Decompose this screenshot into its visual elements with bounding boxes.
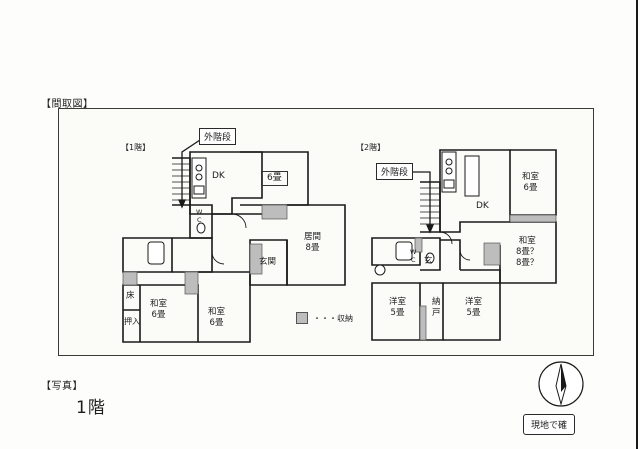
page-edge-line [636, 0, 638, 449]
f1-stairs-outline [172, 157, 191, 206]
f1-outside-stairs-callout: 外階段 [199, 128, 237, 145]
f2-burner-icon [445, 158, 453, 166]
f1-washitsu-mid-walls [198, 271, 251, 343]
f2-nando-label: 納戸 [432, 297, 441, 318]
floor2-label: 【2階】 [356, 143, 386, 152]
f2-outside-stairs-callout: 外階段 [376, 163, 414, 180]
f2-wc-walls [420, 237, 461, 271]
f1-dk-label: DK [212, 171, 225, 181]
f1-hall-walls [172, 237, 213, 273]
f1-toko-label: 床 [126, 291, 135, 301]
f1-sink-icon [193, 185, 205, 195]
floorplan-heading: 【間取図】 [41, 99, 94, 110]
f1-toko-divider [123, 285, 141, 342]
onsite-check-note: 現地で確 [523, 414, 576, 435]
f2-nando-walls [420, 282, 444, 341]
storage-legend-swatch [296, 312, 308, 324]
f2-entrance-label: 玄 [424, 256, 433, 266]
photo-title: 1階 [76, 398, 106, 418]
f1-callout-arrow [181, 139, 201, 205]
storage-legend-text: ・・・収納 [313, 314, 353, 323]
f1-room6-label: 6畳 [261, 171, 288, 186]
f2-burner-icon [445, 167, 453, 175]
door-swings [211, 213, 471, 265]
f2-youshitsu-right-walls [443, 282, 501, 341]
f2-bathtub-icon [395, 241, 413, 261]
storage-blocks [122, 204, 557, 341]
f1-toilet-icon [196, 222, 206, 234]
f2-dk-label: DK [476, 201, 489, 211]
f1-arrow-head [178, 199, 186, 209]
f1-burner-icon [195, 173, 203, 181]
floor1-label: 【1階】 [121, 143, 151, 152]
f2-toilet-icon [425, 252, 435, 264]
f2-washbasin-icon [374, 264, 386, 276]
f1-stair-treads [172, 163, 190, 201]
f2-callout-arrow [378, 171, 431, 230]
f2-counter-island [464, 155, 480, 197]
f1-entrance-label: 玄関 [259, 257, 277, 267]
f2-sink-icon [443, 179, 455, 189]
photo-heading: 【写真】 [41, 381, 83, 392]
f1-bathtub-icon [147, 241, 165, 265]
f2-arrow-head [426, 224, 434, 234]
f1-burner-icon [195, 164, 203, 172]
f2-bath-walls [371, 237, 421, 266]
f2-hall-walls [460, 269, 501, 283]
f1-oshiire-label: 押入 [124, 317, 140, 326]
